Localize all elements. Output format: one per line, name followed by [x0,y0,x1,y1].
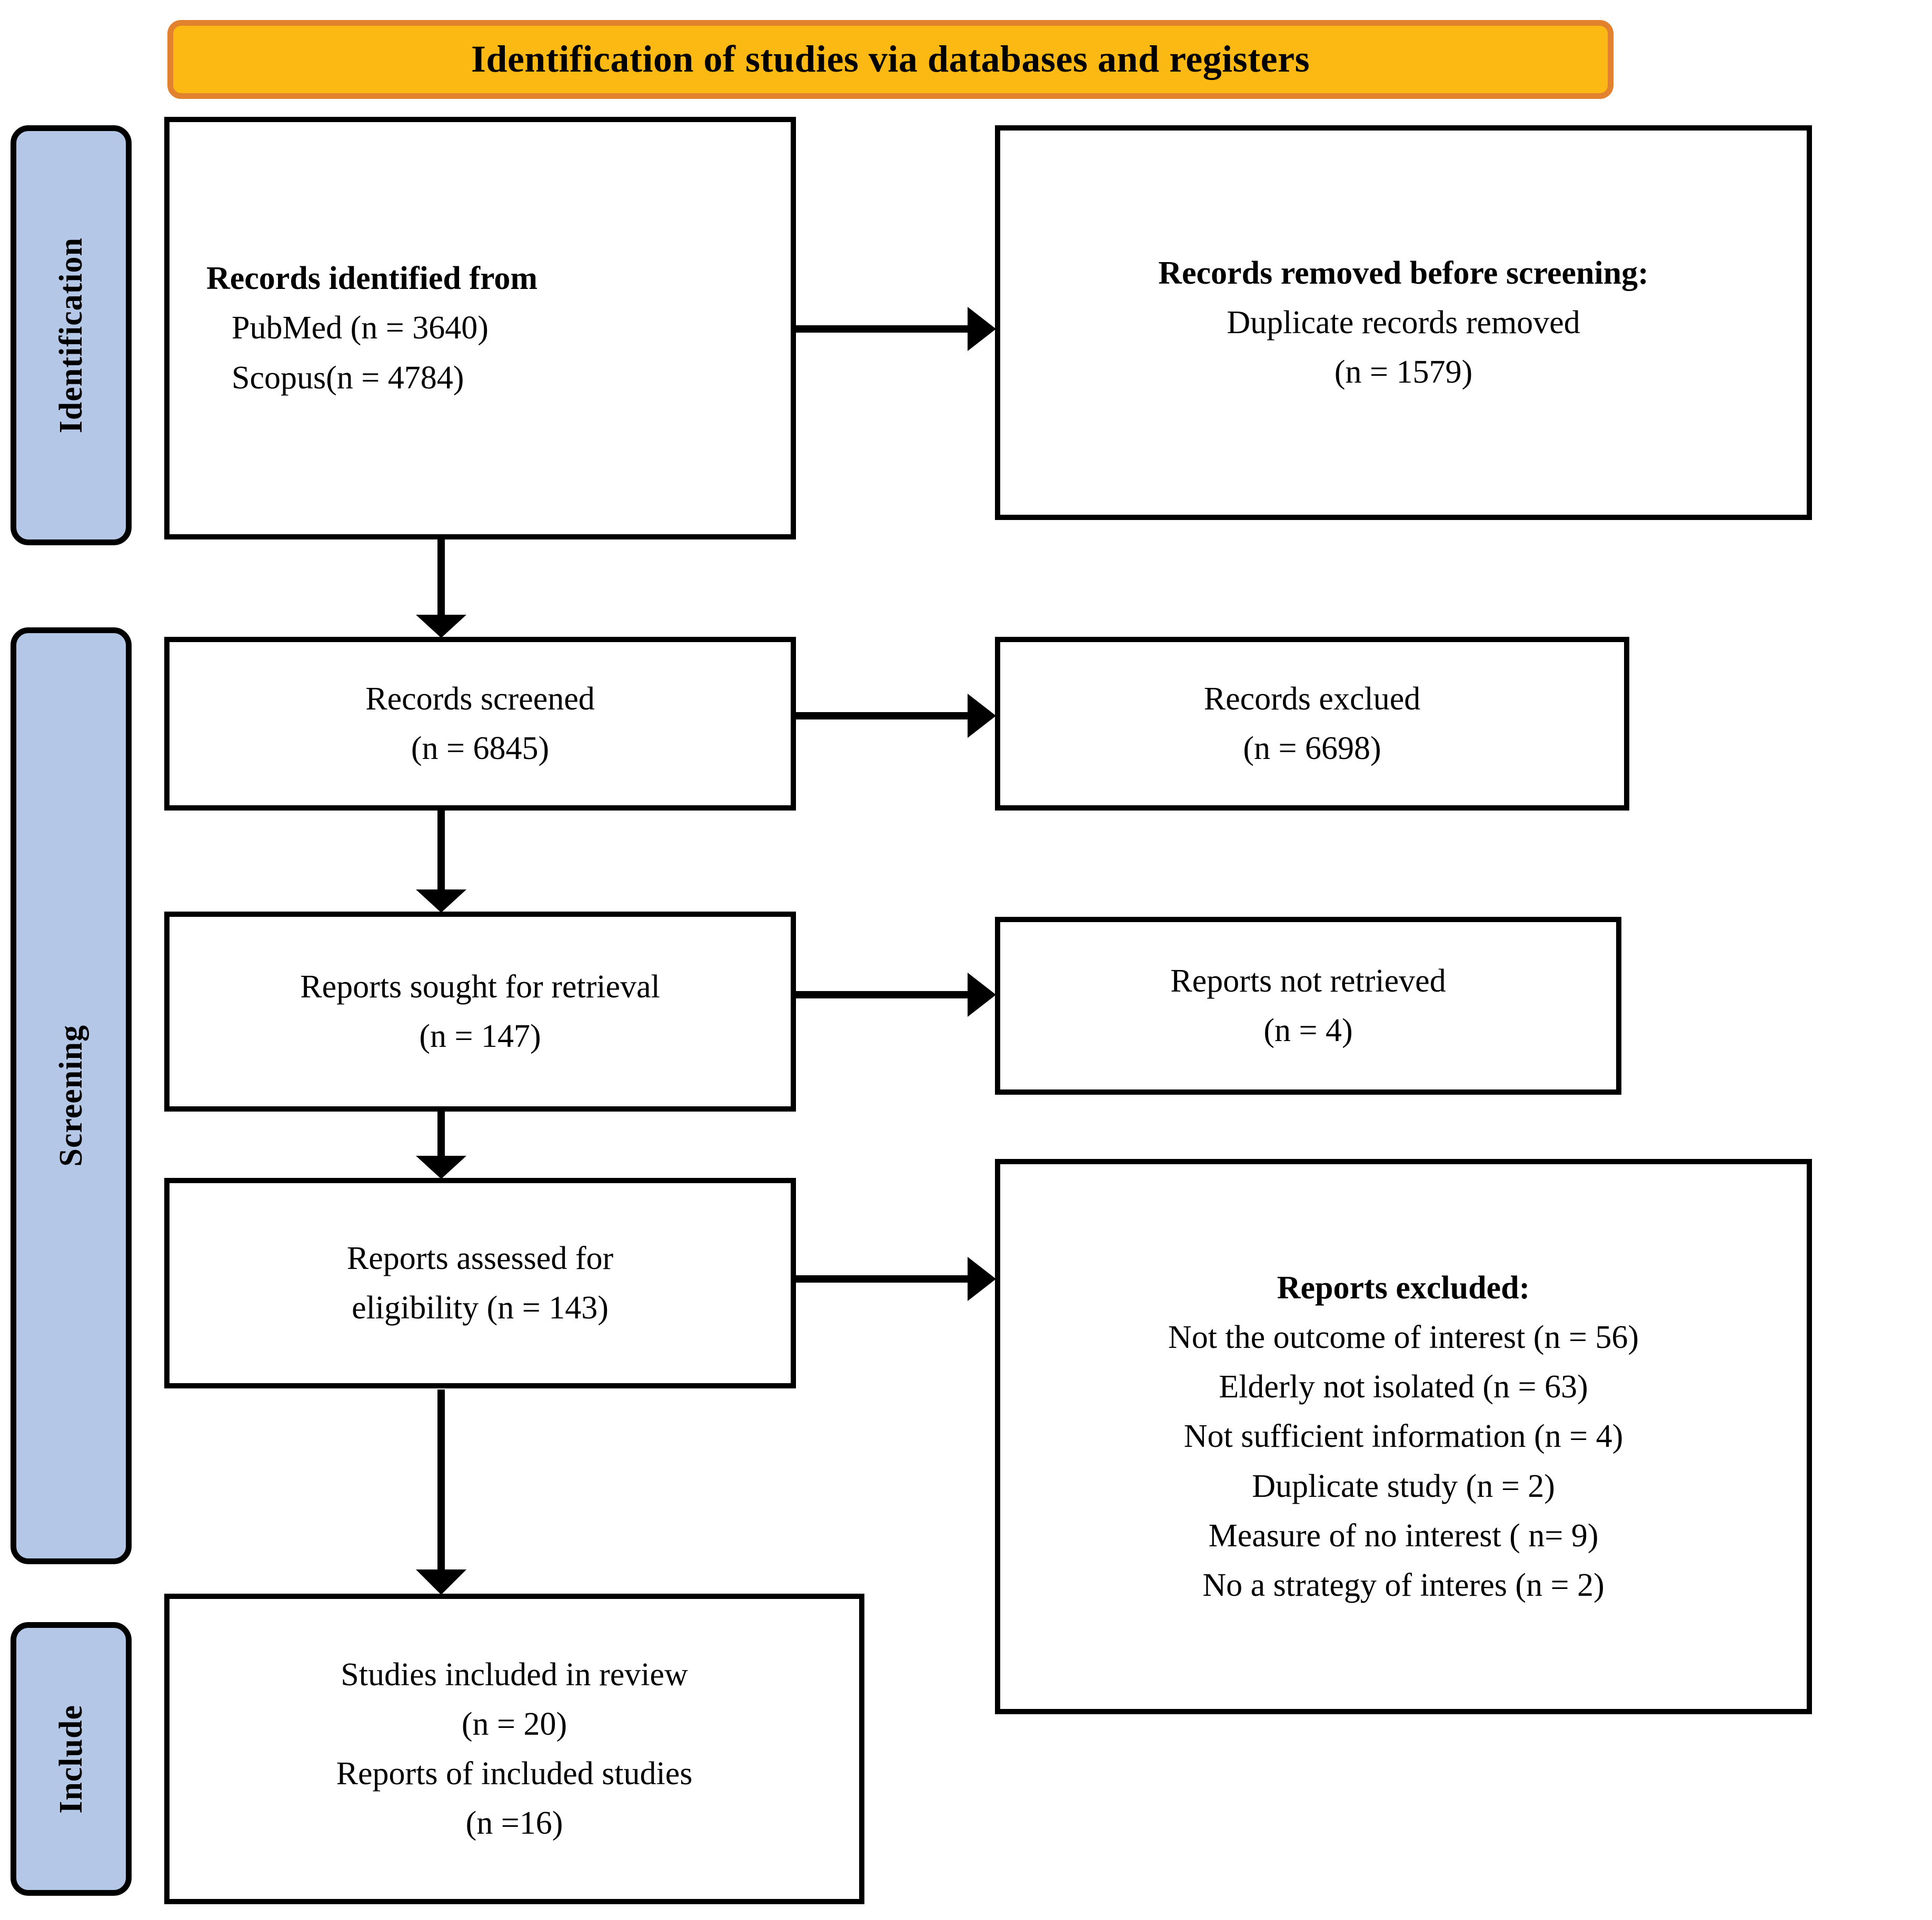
studies-included-line2: Reports of included studies [336,1756,693,1792]
reports-excluded-reason-measure: Measure of no interest ( n= 9) [1208,1517,1599,1554]
stage-label-include: Include [53,1704,89,1814]
arrow-sought-to-not-retrieved [796,973,996,1017]
reports-excluded-reason-insufficient: Not sufficient information (n = 4) [1183,1418,1624,1455]
box-records-identified: Records identified from PubMed (n = 3640… [164,117,796,539]
records-removed-duplicate-label: Duplicate records removed [1227,304,1580,341]
records-identified-source-pubmed: PubMed (n = 3640) [232,310,489,346]
stage-label-screening: Screening [53,1025,89,1167]
stage-label-identification: Identification [53,237,89,434]
studies-included-count2: (n =16) [465,1805,563,1842]
records-identified-heading: Records identified from [206,261,538,297]
banner-title: Identification of studies via databases … [471,38,1310,81]
box-reports-sought: Reports sought for retrieval (n = 147) [164,912,796,1112]
records-removed-duplicate-count: (n = 1579) [1334,354,1473,391]
arrow-identified-to-removed [796,307,996,351]
box-reports-assessed: Reports assessed for eligibility (n = 14… [164,1178,796,1388]
box-reports-not-retrieved: Reports not retrieved (n = 4) [995,917,1621,1095]
records-excluded-count: (n = 6698) [1243,731,1381,766]
box-records-excluded: Records exclued (n = 6698) [995,637,1629,811]
stage-rail-screening: Screening [11,627,132,1564]
records-identified-source-scopus: Scopus(n = 4784) [232,359,464,396]
reports-excluded-reason-elderly: Elderly not isolated (n = 63) [1219,1369,1588,1405]
studies-included-count1: (n = 20) [461,1706,567,1742]
arrow-assessed-to-reports-excluded [796,1257,996,1301]
reports-sought-label: Reports sought for retrieval [300,968,660,1005]
box-studies-included: Studies included in review (n = 20) Repo… [164,1594,864,1904]
records-excluded-label: Records exclued [1203,681,1421,717]
arrow-screened-to-excluded [796,694,996,738]
arrow-assessed-to-studies-included [416,1389,466,1595]
arrow-screened-to-sought [416,811,466,913]
stage-rail-include: Include [11,1622,132,1896]
box-reports-excluded: Reports excluded: Not the outcome of int… [995,1159,1812,1714]
records-removed-heading: Records removed before screening: [1158,255,1649,291]
reports-not-retrieved-count: (n = 4) [1263,1013,1353,1048]
box-records-screened: Records screened (n = 6845) [164,637,796,811]
reports-excluded-reason-duplicate: Duplicate study (n = 2) [1252,1468,1555,1504]
reports-excluded-heading: Reports excluded: [1277,1269,1530,1306]
reports-excluded-reason-outcome: Not the outcome of interest (n = 56) [1168,1319,1639,1355]
reports-assessed-line2: eligibility (n = 143) [352,1290,609,1326]
header-banner: Identification of studies via databases … [167,20,1614,99]
stage-rail-identification: Identification [11,125,132,545]
reports-not-retrieved-label: Reports not retrieved [1170,963,1446,999]
reports-assessed-line1: Reports assessed for [346,1240,614,1276]
reports-excluded-reason-strategy: No a strategy of interes (n = 2) [1202,1567,1605,1604]
reports-sought-count: (n = 147) [419,1018,541,1054]
arrow-sought-to-assessed [416,1112,466,1179]
studies-included-line1: Studies included in review [341,1656,688,1693]
arrow-identified-to-screened [416,539,466,638]
box-records-removed: Records removed before screening: Duplic… [995,125,1812,520]
records-screened-count: (n = 6845) [411,731,550,766]
records-screened-label: Records screened [365,681,595,717]
